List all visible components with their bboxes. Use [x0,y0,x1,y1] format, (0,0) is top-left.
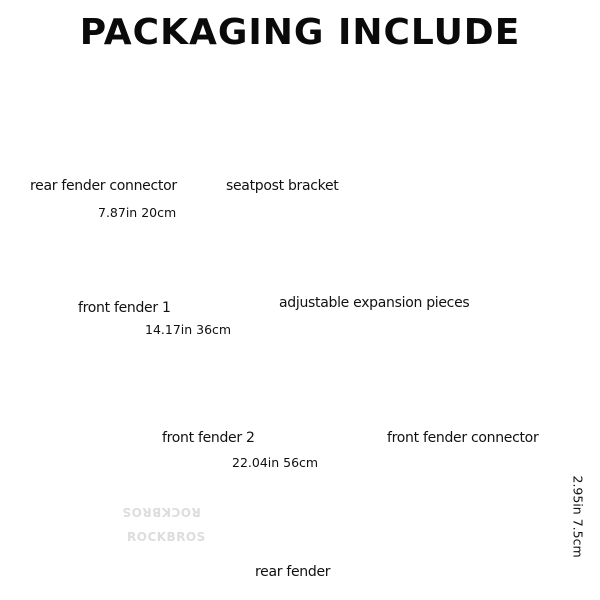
front-fender-2-label: front fender 2 [162,430,255,446]
front-fender-1-dimension: 7.87in 20cm [98,205,177,220]
rear-fender-connector-label: rear fender connector [30,178,177,194]
adjustable-expansion-pieces-label: adjustable expansion pieces [279,295,470,311]
rear-fender-length-dimension: 22.04in 56cm [232,455,319,470]
front-fender-1-label: front fender 1 [78,300,171,316]
seatpost-bracket-label: seatpost bracket [226,178,339,194]
page-title: PACKAGING INCLUDE [79,12,521,53]
rear-fender-label: rear fender [255,564,331,580]
front-fender-connector-label: front fender connector [387,430,539,446]
front-fender-2-dimension: 14.17in 36cm [145,322,232,337]
rear-fender-brand-text-flipped: ROCKBROS [122,505,201,519]
rear-fender-height-dimension: 2.95in 7.5cm [570,475,586,558]
rear-fender-brand-text: ROCKBROS [127,530,206,544]
